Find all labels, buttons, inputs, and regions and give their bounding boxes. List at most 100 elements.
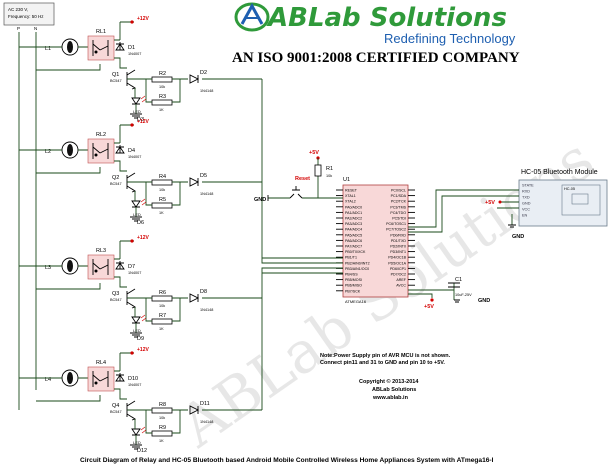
mcu-pin-label: PB6/MISO xyxy=(345,284,362,288)
flyback-diode-label: D4 xyxy=(128,148,135,154)
mcu-pin-label: PD4/OC1B xyxy=(388,256,406,260)
led-resistor-icon xyxy=(151,318,173,325)
mcu-pin-label: PA6/ADC6 xyxy=(345,239,362,243)
capacitor-c1: C1 10uF-25V GND +5V xyxy=(408,277,490,310)
isolation-diode-icon xyxy=(189,405,200,415)
bluetooth-pin-label: TXD xyxy=(522,196,530,200)
mcu-pin-label: RESET xyxy=(345,189,358,193)
led-label: D6 xyxy=(137,220,144,226)
reset-resistor-label: R1 xyxy=(326,166,333,172)
mcu-pin-label: PB3/AIN1/OC0 xyxy=(345,267,369,271)
mcu-left-pins: RESETXTAL1XTAL2PA0/ADC0PA1/ADC1PA2/ADC2P… xyxy=(336,189,370,293)
flyback-diode-part: 1N4007 xyxy=(128,271,141,275)
transistor-label: Q3 xyxy=(112,291,119,297)
flyback-diode-label: D7 xyxy=(128,264,135,270)
bluetooth-gnd-label: GND xyxy=(512,234,524,240)
transistor-part: BC547 xyxy=(110,182,122,186)
flyback-diode-label: D10 xyxy=(128,376,138,382)
hc05-bluetooth-module: HC-05 Bluetooth Module HC-05 STATERXDTXD… xyxy=(408,169,608,240)
led-type-label: LED xyxy=(133,328,141,333)
ground-icon xyxy=(130,113,142,119)
vcc-12v-label: +12V xyxy=(137,347,149,353)
base-resistor-label: R2 xyxy=(159,71,166,77)
mcu-pin-label: PA7/ADC7 xyxy=(345,245,362,249)
logo-main-text: ABLab Solutions xyxy=(266,3,507,33)
transistor-icon xyxy=(126,172,137,193)
led-resistor-value: 1K xyxy=(159,108,164,112)
led-label: D12 xyxy=(137,448,147,454)
mcu-pin-label: PA0/ADC0 xyxy=(345,205,362,209)
mcu-right-pins: PC0/SCLPC1/SDAPC2/TCKPC3/TMSPC4/TDOPC5/T… xyxy=(386,189,415,288)
relay-label: RL4 xyxy=(96,360,106,366)
transistor-icon xyxy=(126,400,137,421)
transistor-icon xyxy=(126,69,137,90)
lamp-icon xyxy=(61,257,79,275)
transistor-icon xyxy=(126,288,137,309)
bluetooth-chip-label: HC-05 xyxy=(564,187,575,191)
mcu-pin-label: PD2/INT0 xyxy=(390,245,406,249)
signal-bus-wires xyxy=(261,79,343,410)
diagram-caption: Circuit Diagram of Relay and HC-05 Bluet… xyxy=(80,457,494,464)
isolation-diode-part: 1N4148 xyxy=(200,192,213,196)
flyback-diode-part: 1N4007 xyxy=(128,155,141,159)
led-icon xyxy=(131,95,147,105)
mcu-pin-label: PA4/ADC4 xyxy=(345,228,362,232)
capacitor-icon xyxy=(448,282,460,288)
base-resistor-value: 10k xyxy=(159,304,165,308)
led-resistor-icon xyxy=(151,430,173,437)
ground-icon xyxy=(130,332,142,338)
lamp-label: L1 xyxy=(45,46,51,52)
isolation-diode-part: 1N4148 xyxy=(200,420,213,424)
lamp-label: L3 xyxy=(45,265,51,271)
vcc-12v-label: +12V xyxy=(137,16,149,22)
flyback-diode-part: 1N4007 xyxy=(128,383,141,387)
vcc-12v-label: +12V xyxy=(137,235,149,241)
mcu-pin-label: PD1/TXD xyxy=(391,239,407,243)
mcu-pin-label: PC0/SCL xyxy=(391,189,406,193)
mcu-pin-label: PD3/INT1 xyxy=(390,250,406,254)
isolation-diode-icon xyxy=(189,177,200,187)
flyback-diode-icon xyxy=(115,373,125,382)
led-label: D9 xyxy=(137,336,144,342)
mcu-pin-label: AREF xyxy=(396,278,406,282)
capacitor-label: C1 xyxy=(455,277,462,283)
mcu-pin-label: PA3/ADC3 xyxy=(345,222,362,226)
led-icon xyxy=(131,314,147,324)
reset-resistor-value: 10k xyxy=(326,174,332,178)
led-resistor-label: R3 xyxy=(159,94,166,100)
mcu-pin-label: PB7/SCK xyxy=(345,289,361,293)
mcu-pin-label: PC6/TOSC1 xyxy=(386,222,406,226)
base-resistor-label: R8 xyxy=(159,402,166,408)
ground-icon xyxy=(130,216,142,222)
logo-tagline: Redefining Technology xyxy=(384,31,516,46)
mcu-ref-label: U1 xyxy=(343,177,350,183)
flyback-diode-part: 1N4007 xyxy=(128,52,141,56)
transistor-label: Q2 xyxy=(112,175,119,181)
base-resistor-icon xyxy=(151,76,173,83)
base-resistor-icon xyxy=(151,295,173,302)
capacitor-gnd-label: GND xyxy=(478,298,490,304)
ground-icon xyxy=(454,299,460,303)
flyback-diode-icon xyxy=(115,145,125,154)
mcu-pin-label: PA5/ADC5 xyxy=(345,233,362,237)
relay-icon xyxy=(87,254,115,280)
copyright-line2: ABLab Solutions xyxy=(372,387,416,393)
relay-label: RL1 xyxy=(96,29,106,35)
mcu-pin-label: PC1/SDA xyxy=(391,194,407,198)
ac-source-line1: AC 230 V, xyxy=(8,7,28,12)
mcu-pin-label: PA1/ADC1 xyxy=(345,211,362,215)
mcu-part-label: ATMEGA16 xyxy=(345,299,367,304)
note-line1: Note:Power Supply pin of AVR MCU is not … xyxy=(320,353,451,359)
reset-button-label: Reset xyxy=(295,176,310,182)
copyright-line1: Copyright © 2013-2014 xyxy=(359,378,419,385)
relay-icon xyxy=(87,35,115,61)
transistor-part: BC547 xyxy=(110,79,122,83)
relay-stage-1: L1 RL1 D1 1N4007 +12V Q1 BC547 R2 10k xyxy=(19,16,262,123)
bluetooth-vcc-label: +5V xyxy=(485,200,495,206)
led-resistor-label: R9 xyxy=(159,425,166,431)
base-resistor-label: R4 xyxy=(159,174,166,180)
led-resistor-label: R5 xyxy=(159,197,166,203)
led-type-label: LED xyxy=(133,212,141,217)
